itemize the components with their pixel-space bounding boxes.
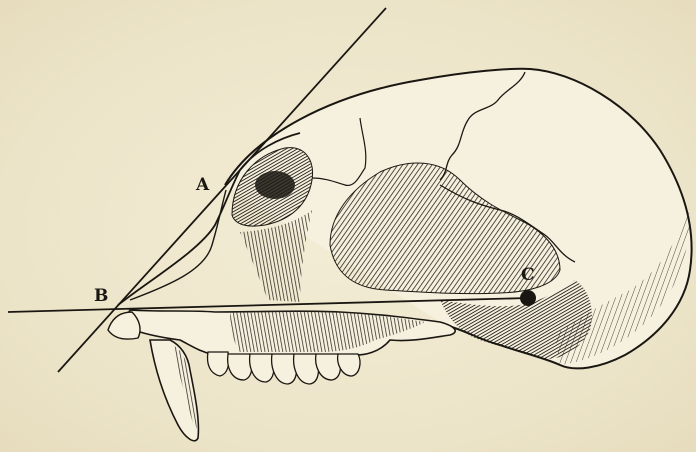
label-c: C bbox=[521, 265, 535, 285]
orbit-center bbox=[255, 171, 295, 199]
molar-row bbox=[208, 352, 361, 384]
label-a: A bbox=[195, 175, 210, 195]
snout-contour bbox=[130, 190, 226, 300]
incisors bbox=[108, 312, 140, 339]
label-b: B bbox=[94, 286, 108, 306]
